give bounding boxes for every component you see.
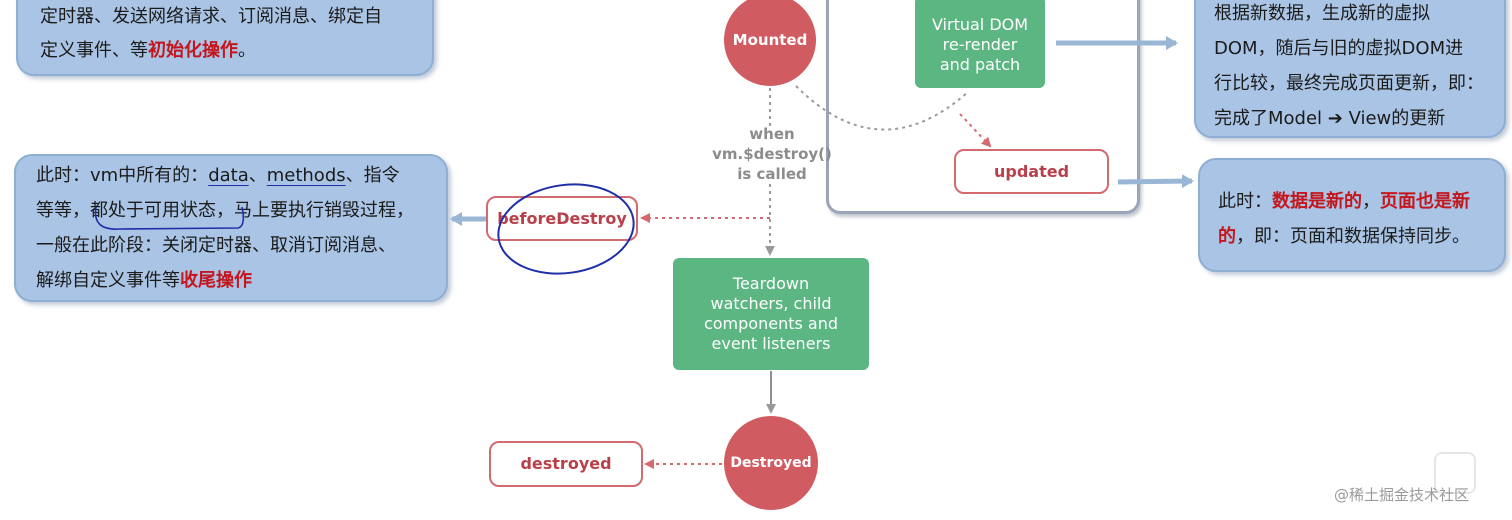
update-desc-line1: 根据新数据，生成新的虚拟 [1214,3,1430,24]
before-destroy-desc-line4: 解绑自定义事件等收尾操作 [36,263,446,298]
watermark: @稀土掘金技术社区 [1334,486,1470,504]
mounted-desc-line2-text: 定义事件、等 [40,40,148,61]
before-destroy-desc-l2-end: 马上要执行销毁过程， [234,200,414,221]
updated-desc-l2-end: ，即：页面和数据保持同步。 [1236,226,1470,247]
updated-desc-l1-text: 此时： [1218,191,1272,212]
teardown-line2: watchers, child [710,294,832,313]
before-destroy-desc-l4-text: 解绑自定义事件等 [36,270,180,291]
before-destroy-hook: beforeDestroy [486,196,638,241]
before-destroy-desc-line3: 一般在此阶段：关闭定时器、取消订阅消息、 [36,235,396,256]
update-description-callout: 根据新数据，生成新的虚拟 DOM，随后与旧的虚拟DOM进 行比较，最终完成页面更… [1194,0,1506,138]
mounted-desc-line2: 定义事件、等初始化操作。 [40,34,432,68]
when-line3: is called [737,165,807,183]
teardown-line3: components and [703,314,839,333]
when-line1: when [749,125,795,143]
teardown-line1: Teardown [732,274,810,293]
updated-description-callout: 此时：数据是新的，页面也是新 的，即：页面和数据保持同步。 [1198,158,1506,272]
teardown-box: Teardown watchers, child components and … [673,258,869,370]
mounted-circle: Mounted [724,0,816,86]
destroyed-label: destroyed [520,454,612,473]
teardown-line4: event listeners [711,334,831,353]
update-desc-line3: 行比较，最终完成页面更新，即： [1214,73,1484,94]
before-destroy-desc-l1-sep: 、 [248,165,267,186]
update-desc-line2: DOM，随后与旧的虚拟DOM进 [1214,38,1464,59]
virtual-dom-box: Virtual DOM re-render and patch [915,0,1045,88]
before-destroy-description-callout: 此时：vm中所有的：data、methods、指令 等等，都处于可用状态，马上要… [14,154,448,302]
mounted-desc-line1: 定时器、发送网络请求、订阅消息、绑定自 [40,6,382,27]
video-play-icon [1434,452,1476,494]
before-destroy-label: beforeDestroy [497,209,627,228]
cleanup-operation-highlight: 收尾操作 [180,270,252,291]
virtual-dom-line3: and patch [939,55,1021,74]
updated-desc-line2: 的，即：页面和数据保持同步。 [1218,219,1504,254]
before-destroy-desc-l1-end: 、指令 [345,165,400,186]
virtual-dom-line1: Virtual DOM [931,15,1029,34]
destroyed-hook: destroyed [489,441,643,487]
methods-keyword: methods [266,165,346,186]
when-line2: vm.$destroy() [712,145,832,163]
virtual-dom-line2: re-render [942,35,1018,54]
mounted-desc-line2-end: 。 [238,40,256,61]
updated-hook: updated [954,149,1109,194]
destroyed-circle: Destroyed [724,416,818,510]
page-is-new-highlight-end: 的 [1218,226,1236,247]
before-destroy-desc-line2: 等等，都处于可用状态，马上要执行销毁过程， [36,193,446,228]
mounted-description-callout: 定时器、发送网络请求、订阅消息、绑定自 定义事件、等初始化操作。 [16,0,434,76]
update-desc-line4: 完成了Model ➔ View的更新 [1214,108,1446,129]
mounted-label: Mounted [732,31,808,49]
page-is-new-highlight: 页面也是新 [1380,191,1470,212]
before-destroy-desc-l1-text: 此时：vm中所有的： [36,165,209,186]
updated-desc-line1: 此时：数据是新的，页面也是新 [1218,184,1504,219]
destroyed-circle-label: Destroyed [730,455,812,471]
updated-label: updated [993,162,1070,181]
data-keyword: data [208,165,249,186]
when-destroy-called-label: when vm.$destroy() is called [692,124,852,184]
init-operation-highlight: 初始化操作 [148,40,238,61]
before-destroy-desc-line1: 此时：vm中所有的：data、methods、指令 [36,158,446,193]
data-is-new-highlight: 数据是新的 [1272,191,1362,212]
available-state-text: 都处于可用状态， [90,200,234,221]
before-destroy-desc-l2-text: 等等， [36,200,90,221]
updated-desc-l1-sep: ， [1362,191,1380,212]
